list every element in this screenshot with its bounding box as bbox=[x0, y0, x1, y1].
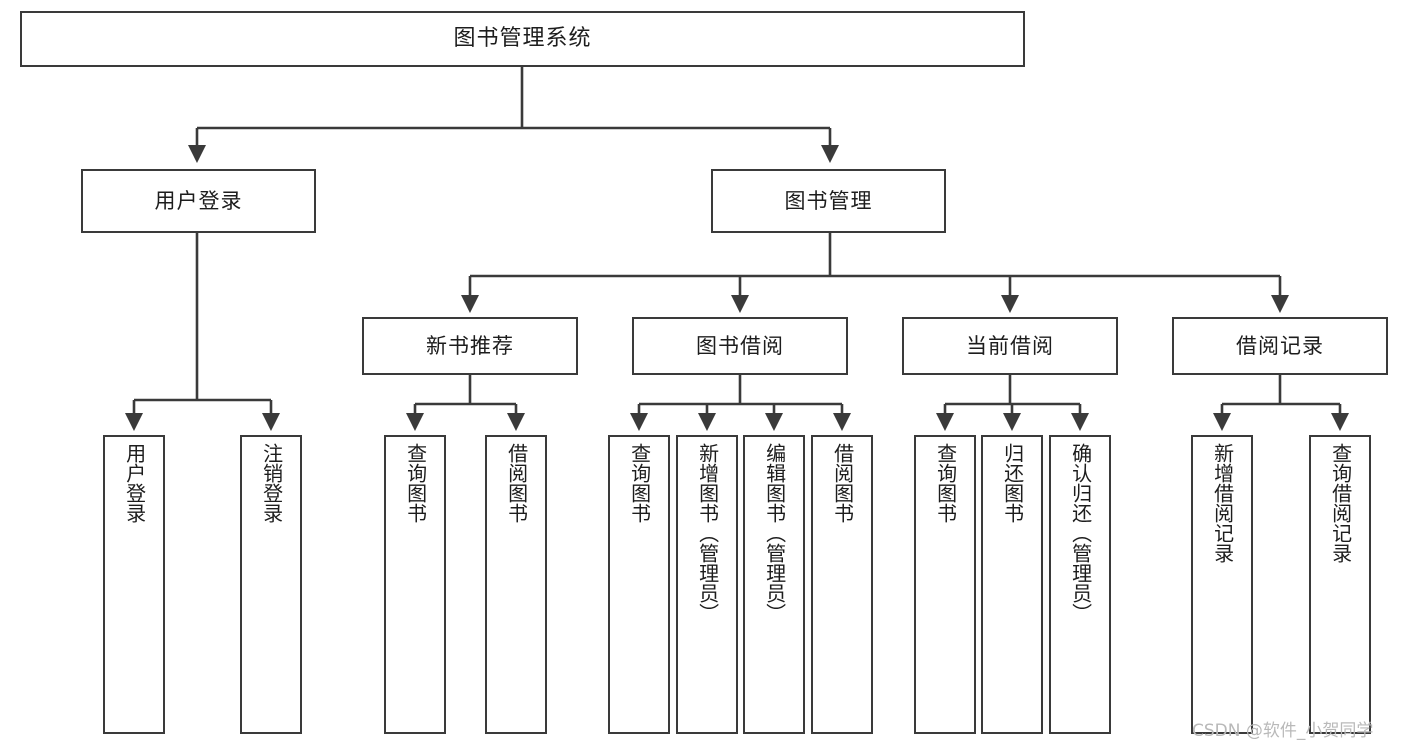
node-label: 查询图书 bbox=[403, 443, 428, 523]
leaf-add-borrow-record[interactable]: 新增借阅记录 bbox=[1191, 435, 1253, 734]
leaf-return-book[interactable]: 归还图书 bbox=[981, 435, 1043, 734]
leaf-add-book-admin[interactable]: 新增图书（管理员） bbox=[676, 435, 738, 734]
node-label: 新增借阅记录 bbox=[1210, 443, 1235, 563]
node-new-book-recommend[interactable]: 新书推荐 bbox=[362, 317, 578, 375]
node-borrow-record[interactable]: 借阅记录 bbox=[1172, 317, 1388, 375]
node-book-borrow[interactable]: 图书借阅 bbox=[632, 317, 848, 375]
node-label: 图书借阅 bbox=[696, 333, 784, 358]
node-label: 确认归还（管理员） bbox=[1068, 443, 1093, 623]
node-label: 新增图书（管理员） bbox=[695, 443, 720, 623]
leaf-confirm-return-admin[interactable]: 确认归还（管理员） bbox=[1049, 435, 1111, 734]
node-label: 图书管理系统 bbox=[453, 26, 592, 51]
leaf-query-book-recommend[interactable]: 查询图书 bbox=[384, 435, 446, 734]
node-current-borrow[interactable]: 当前借阅 bbox=[902, 317, 1118, 375]
leaf-borrow-book-recommend[interactable]: 借阅图书 bbox=[485, 435, 547, 734]
node-label: 编辑图书（管理员） bbox=[762, 443, 787, 623]
node-book-management[interactable]: 图书管理 bbox=[711, 169, 946, 233]
node-label: 用户登录 bbox=[154, 188, 243, 213]
node-label: 注销登录 bbox=[259, 443, 284, 523]
node-label: 当前借阅 bbox=[966, 333, 1054, 358]
node-label: 图书管理 bbox=[784, 188, 873, 213]
node-label: 查询图书 bbox=[933, 443, 958, 523]
leaf-borrow-book[interactable]: 借阅图书 bbox=[811, 435, 873, 734]
node-label: 查询借阅记录 bbox=[1328, 443, 1353, 563]
node-label: 归还图书 bbox=[1000, 443, 1025, 523]
node-label: 借阅记录 bbox=[1236, 333, 1324, 358]
node-label: 借阅图书 bbox=[830, 443, 855, 523]
node-label: 新书推荐 bbox=[426, 333, 514, 358]
node-label: 查询图书 bbox=[627, 443, 652, 523]
node-user-login[interactable]: 用户登录 bbox=[81, 169, 316, 233]
leaf-edit-book-admin[interactable]: 编辑图书（管理员） bbox=[743, 435, 805, 734]
leaf-query-book-borrow[interactable]: 查询图书 bbox=[608, 435, 670, 734]
node-label: 用户登录 bbox=[122, 443, 147, 523]
node-root-system[interactable]: 图书管理系统 bbox=[20, 11, 1025, 67]
leaf-user-login[interactable]: 用户登录 bbox=[103, 435, 165, 734]
node-label: 借阅图书 bbox=[504, 443, 529, 523]
leaf-query-borrow-record[interactable]: 查询借阅记录 bbox=[1309, 435, 1371, 734]
leaf-logout-login[interactable]: 注销登录 bbox=[240, 435, 302, 734]
leaf-query-book-current[interactable]: 查询图书 bbox=[914, 435, 976, 734]
